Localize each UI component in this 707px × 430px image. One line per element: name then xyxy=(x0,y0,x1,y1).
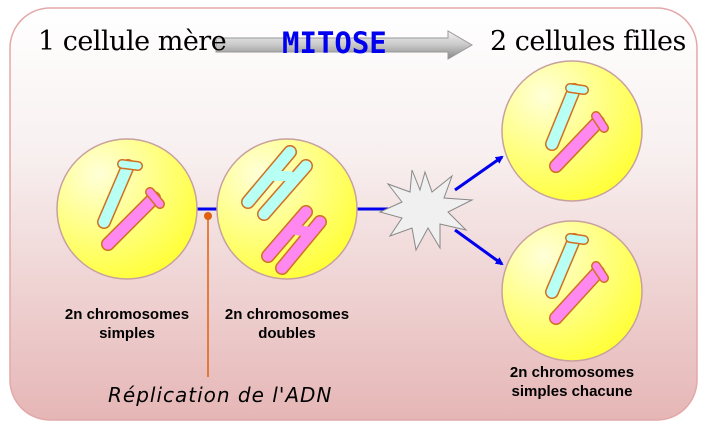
label-line: simples xyxy=(99,325,155,342)
doubled-cell xyxy=(216,138,358,280)
label-replication: Réplication de l'ADN xyxy=(108,383,333,407)
label-daughter-cells: 2n chromosomes simples chacune xyxy=(487,363,657,401)
arrow-to-daughter-1 xyxy=(454,155,504,192)
label-line: 2n chromosomes xyxy=(224,306,350,323)
daughter-cell-2 xyxy=(501,220,643,362)
mother-cell xyxy=(56,138,198,280)
label-line: simples chacune xyxy=(511,383,633,400)
cell-division-burst-icon xyxy=(378,169,474,252)
arrow-to-daughter-2 xyxy=(454,228,504,266)
label-line: 2n chromosomes xyxy=(509,364,635,381)
title-center: MITOSE xyxy=(282,26,387,60)
daughter-cell-1 xyxy=(501,60,643,202)
label-line: doubles xyxy=(258,325,316,342)
title-arrow xyxy=(215,30,473,60)
label-line: 2n chromosomes xyxy=(64,306,190,323)
title-left: 1 cellule mère xyxy=(38,26,227,57)
label-doubled-cell: 2n chromosomes doubles xyxy=(207,305,367,343)
title-right: 2 cellules filles xyxy=(490,26,686,57)
label-mother-cell: 2n chromosomes simples xyxy=(47,305,207,343)
replication-dot xyxy=(204,212,212,220)
